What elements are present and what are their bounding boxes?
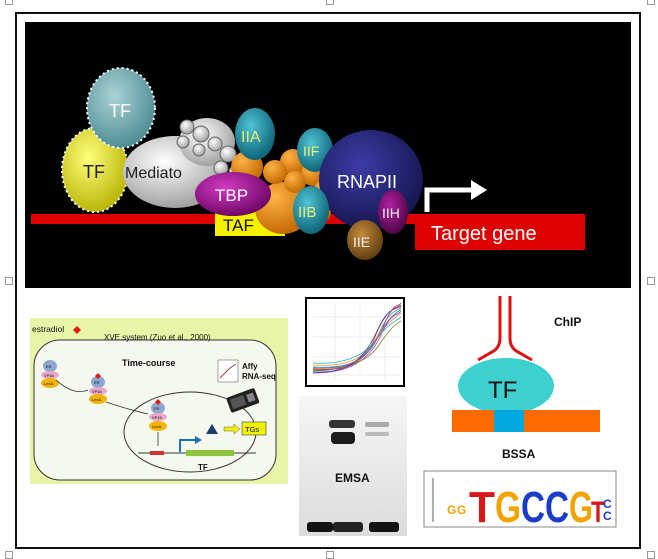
iib-shape: [293, 186, 329, 234]
tbp-label: TBP: [215, 186, 248, 205]
chip-bssa-schematic: ChIP TF BSSA: [452, 296, 600, 461]
tf-protein-label: TF: [488, 377, 517, 404]
resize-handle-top-left[interactable]: [5, 0, 13, 5]
tgs-label: TGs: [245, 425, 259, 434]
rnaseq-label: RNA-seq: [242, 372, 276, 381]
emsa-label: EMSA: [335, 471, 370, 485]
antibody-left-arm: [477, 296, 502, 362]
time-course-label: Time-course: [122, 358, 175, 368]
plot-border: [305, 297, 405, 387]
affy-thumbnail-curve: [219, 363, 237, 379]
logo-letter-6: C: [545, 483, 569, 528]
svg-text:ER: ER: [94, 380, 100, 385]
resize-handle-mid-right[interactable]: [647, 277, 655, 285]
estradiol-icon: [73, 326, 81, 334]
affy-thumbnail: [217, 359, 239, 383]
chip-label: ChIP: [554, 315, 581, 329]
svg-text:VP16: VP16: [152, 415, 163, 420]
tgs-box: [241, 421, 267, 436]
regulates-arrow-icon: [223, 423, 241, 435]
arrow-head-icon: [471, 180, 487, 200]
xve-protein-2: ER VP16 LexA: [89, 373, 107, 404]
iia-shape: [235, 108, 275, 160]
resize-handle-top-mid[interactable]: [326, 0, 334, 5]
logo-letter-1: G: [447, 503, 456, 517]
translocation-arrow-2: [105, 401, 149, 415]
xve-protein-3: ER VP16 LexA: [149, 399, 167, 431]
xve-system-panel: estradiol XVE system (Zuo et al., 2000) …: [30, 318, 288, 484]
gel-background: [299, 396, 407, 536]
resize-handle-top-right[interactable]: [647, 0, 655, 5]
logo-letter-10: C: [603, 509, 612, 523]
logo-letters: G G T G C C G T C C: [447, 483, 612, 528]
logo-letter-7: G: [569, 483, 593, 528]
tf-lower-label: TF: [83, 162, 105, 182]
binding-site-segment: [494, 410, 524, 432]
tf-upper-shape: [86, 67, 156, 149]
iia-label: IIA: [241, 129, 261, 146]
svg-text:ER: ER: [154, 406, 160, 411]
sequencer-icon: [226, 388, 260, 413]
lexa-operator: [150, 451, 164, 455]
iie-label: IIE: [353, 234, 370, 250]
gel-bands: [307, 420, 399, 532]
sequence-logo: G G T G C C G T C C: [423, 470, 617, 528]
tf-promoter-arrow: [179, 439, 196, 452]
svg-text:LexA: LexA: [152, 424, 161, 429]
estradiol-label: estradiol: [32, 324, 64, 334]
mediator-label: Mediato: [125, 165, 182, 182]
tf-gene-box: [186, 450, 234, 456]
iih-shape: [378, 190, 408, 234]
xve-system-label: XVE system (Zuo et al., 2000): [104, 333, 211, 342]
affy-label: Affy: [242, 362, 258, 371]
rnapii-label: RNAPII: [337, 172, 397, 192]
transcription-start-arrow: [424, 187, 473, 212]
tbp-shape: [195, 172, 271, 216]
expression-plot-thumbnail: [305, 297, 405, 387]
logo-border: [423, 470, 617, 528]
tf-protein-icon: [206, 424, 218, 434]
logo-letter-4: G: [495, 483, 521, 528]
iib-label: IIB: [298, 204, 316, 221]
tf-promoter-arrowhead-icon: [195, 436, 202, 444]
logo-letter-9: C: [603, 497, 612, 511]
tf-protein-shape: [458, 358, 554, 414]
dna-fragment-bar: [452, 410, 600, 432]
logo-letter-8: T: [591, 496, 605, 528]
target-gene-label: Target gene: [431, 223, 537, 245]
svg-text:ER: ER: [46, 364, 52, 369]
iie-shape: [347, 220, 383, 260]
emsa-gel-image: EMSA: [299, 396, 407, 536]
logo-letter-5: C: [521, 483, 545, 528]
xve-protein-1: ER VP16 LexA: [41, 360, 59, 388]
svg-text:VP16: VP16: [92, 389, 103, 394]
target-gene-box: [415, 214, 585, 250]
svg-text:VP16: VP16: [44, 373, 55, 378]
translocation-arrow-1: [55, 379, 89, 393]
iif-label: IIF: [303, 143, 319, 159]
plot-curves: [312, 302, 402, 374]
bssa-label: BSSA: [502, 447, 536, 461]
logo-letter-3: T: [469, 483, 495, 528]
antibody-right-arm: [508, 296, 533, 362]
svg-text:LexA: LexA: [44, 381, 53, 386]
resize-handle-mid-left[interactable]: [5, 277, 13, 285]
taf-label: TAF: [223, 216, 254, 235]
tf-gene-label: TF: [198, 463, 208, 472]
svg-text:LexA: LexA: [92, 397, 101, 402]
transcription-complex-diagram: TF TF Mediato TAF TBP IIA IIF RNAPII IIB…: [25, 22, 631, 288]
logo-letter-2: G: [457, 503, 466, 517]
plot-gridlines: [313, 303, 401, 379]
tf-upper-label: TF: [109, 101, 131, 121]
iih-label: IIH: [382, 205, 400, 221]
